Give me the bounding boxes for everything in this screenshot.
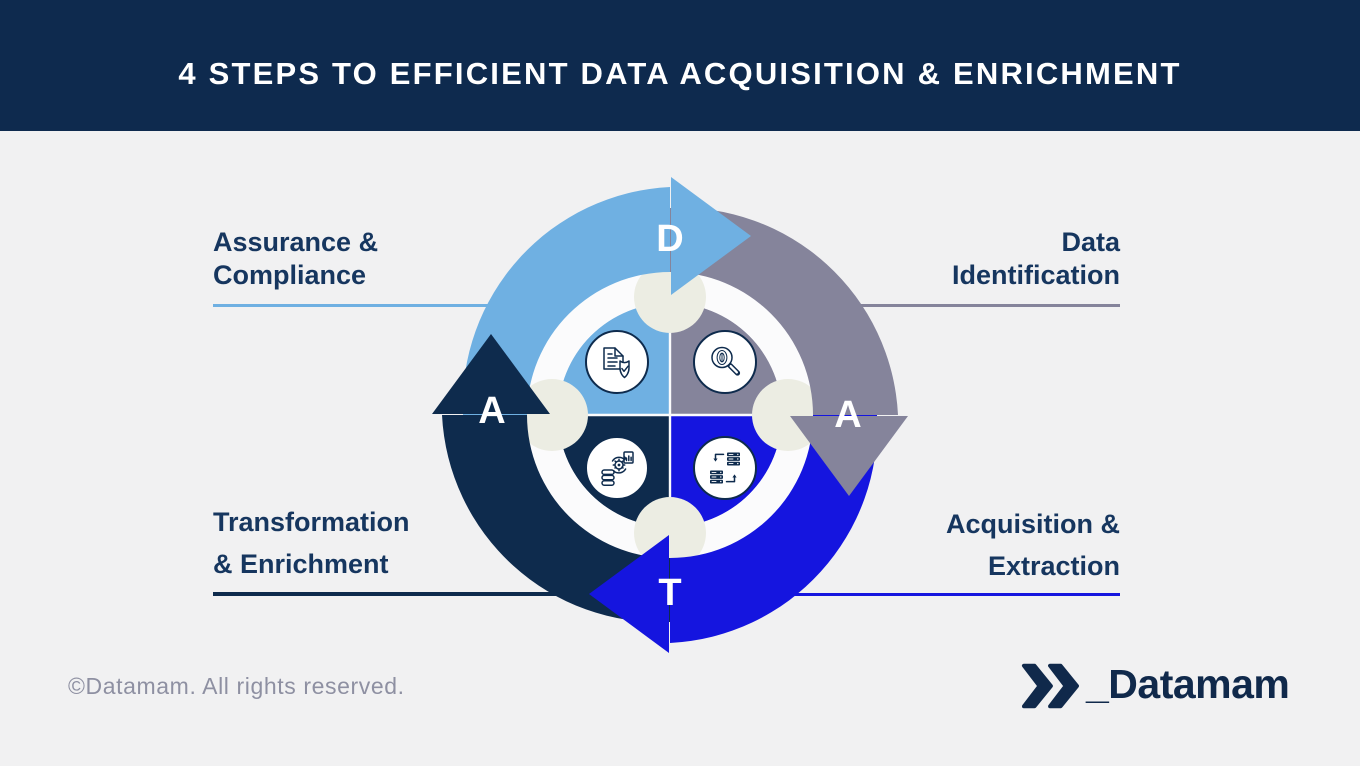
icon-badge-identification	[693, 330, 757, 394]
connector-line-assurance	[213, 304, 560, 307]
band-letter-a-left: A	[478, 390, 505, 432]
cycle-bands	[442, 187, 898, 643]
connector-line-transformation	[213, 592, 585, 596]
arrowhead-bottom-icon	[589, 535, 669, 653]
label-line: Compliance	[213, 260, 367, 290]
arrowhead-right-icon	[790, 416, 908, 496]
label-line: & Enrichment	[213, 549, 389, 579]
header-banner: 4 STEPS TO EFFICIENT DATA ACQUISITION & …	[0, 0, 1360, 131]
band-letter-d: D	[656, 218, 683, 260]
label-acquisition-extraction: Acquisition & Extraction	[946, 503, 1120, 587]
inner-pie	[558, 303, 782, 527]
arrowhead-top-icon	[671, 177, 751, 295]
brand-logo: _Datamam	[1021, 661, 1290, 709]
database-gear-icon	[601, 451, 634, 486]
badge-circle	[693, 436, 757, 500]
band-acquisition	[670, 415, 878, 643]
fingerprint-magnifier-icon	[711, 346, 741, 376]
arrowhead-left-icon	[432, 334, 550, 414]
icon-badge-transformation	[585, 436, 649, 500]
band-identification	[670, 207, 898, 415]
label-line: Identification	[952, 260, 1120, 290]
checklist-shield-icon	[603, 347, 630, 379]
brand-wordmark: _Datamam	[1086, 661, 1290, 707]
band-letter-t: T	[658, 572, 681, 614]
band-assurance	[462, 187, 670, 415]
data-cycle-diagram: D A T A	[432, 177, 908, 653]
label-line: Transformation	[213, 507, 410, 537]
label-line: Assurance &	[213, 227, 379, 257]
label-line: Acquisition &	[946, 509, 1120, 539]
pie-separator	[558, 303, 782, 527]
label-assurance-compliance: Assurance & Compliance	[213, 226, 378, 292]
label-line: Data	[1061, 227, 1120, 257]
icon-badge-assurance	[585, 330, 649, 394]
label-transformation-enrichment: Transformation & Enrichment	[213, 501, 410, 585]
label-data-identification: Data Identification	[952, 226, 1120, 292]
connector-line-identification	[780, 304, 1120, 307]
connector-line-acquisition	[770, 593, 1120, 596]
icon-badge-acquisition	[693, 436, 757, 500]
band-letter-a-right: A	[834, 394, 861, 436]
cycle-arrowheads	[432, 177, 908, 653]
label-line: Extraction	[987, 551, 1120, 581]
copyright-text: ©Datamam. All rights reserved.	[68, 673, 405, 699]
band-transformation	[442, 415, 670, 623]
server-transfer-icon	[710, 452, 740, 484]
page-title: 4 STEPS TO EFFICIENT DATA ACQUISITION & …	[178, 56, 1182, 91]
logo-chevrons-icon	[1021, 663, 1079, 709]
